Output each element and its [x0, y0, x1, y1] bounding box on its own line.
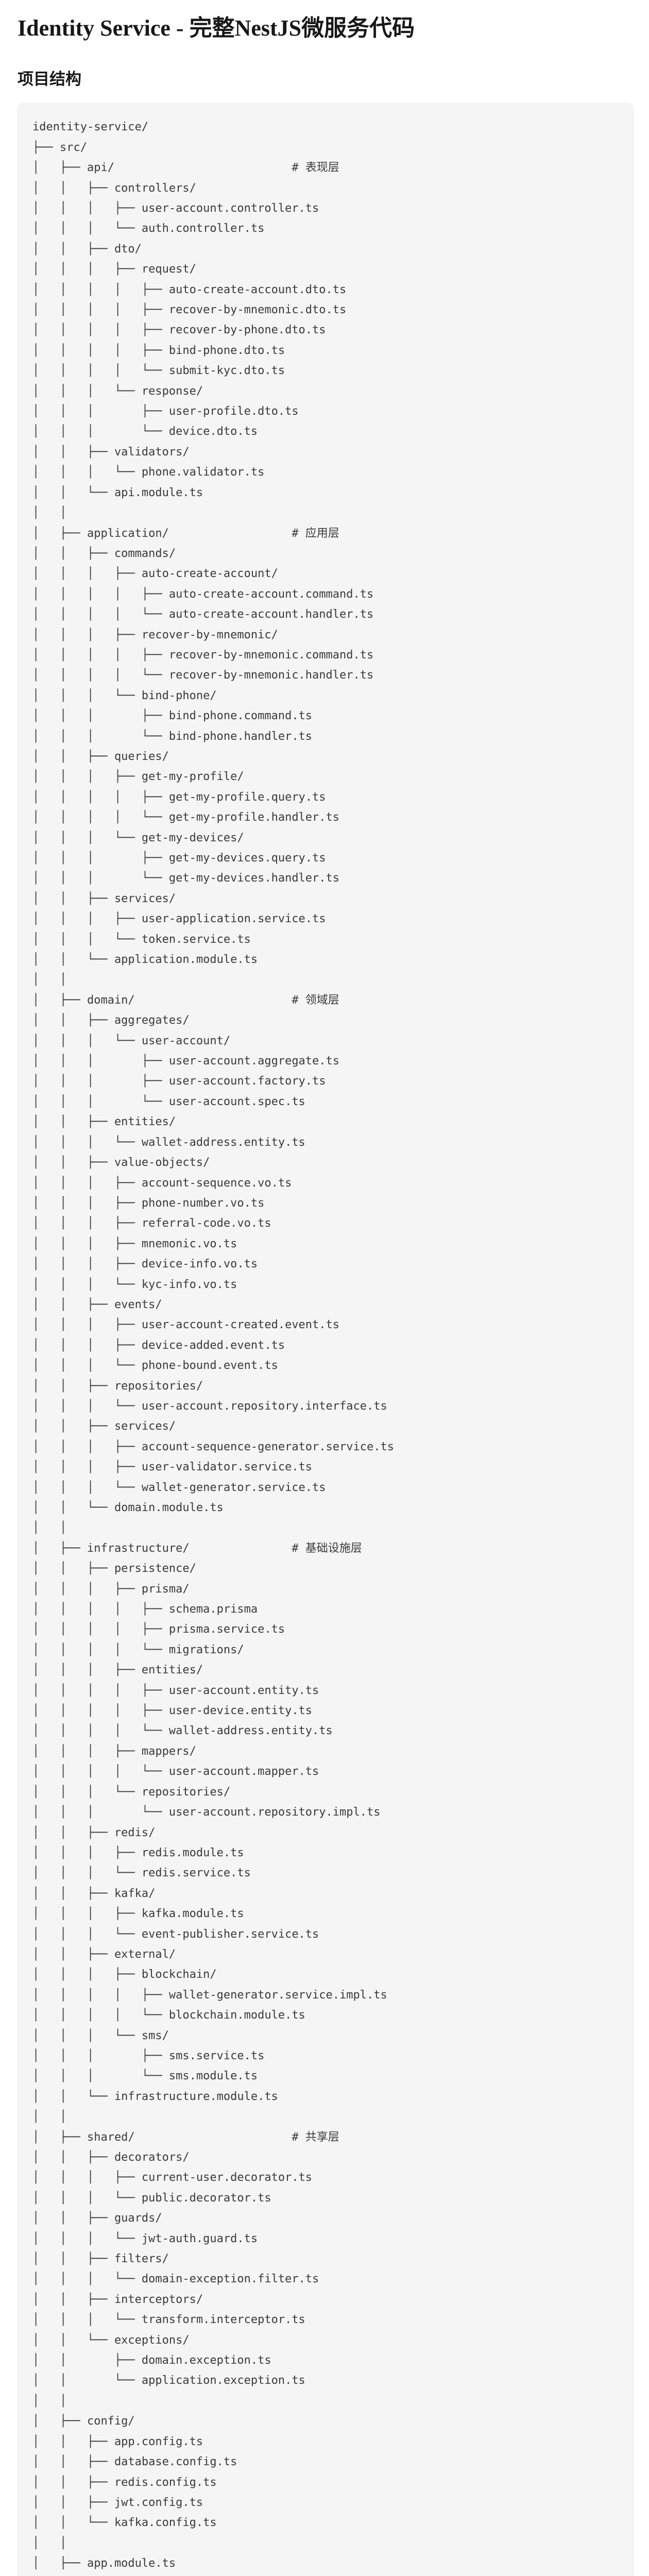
- file-tree-code-block: identity-service/ ├── src/ │ ├── api/ # …: [18, 103, 634, 2576]
- section-heading-project-structure: 项目结构: [18, 70, 81, 89]
- page-title: Identity Service - 完整NestJS微服务代码: [18, 15, 415, 41]
- file-tree-text: identity-service/ ├── src/ │ ├── api/ # …: [32, 121, 394, 2570]
